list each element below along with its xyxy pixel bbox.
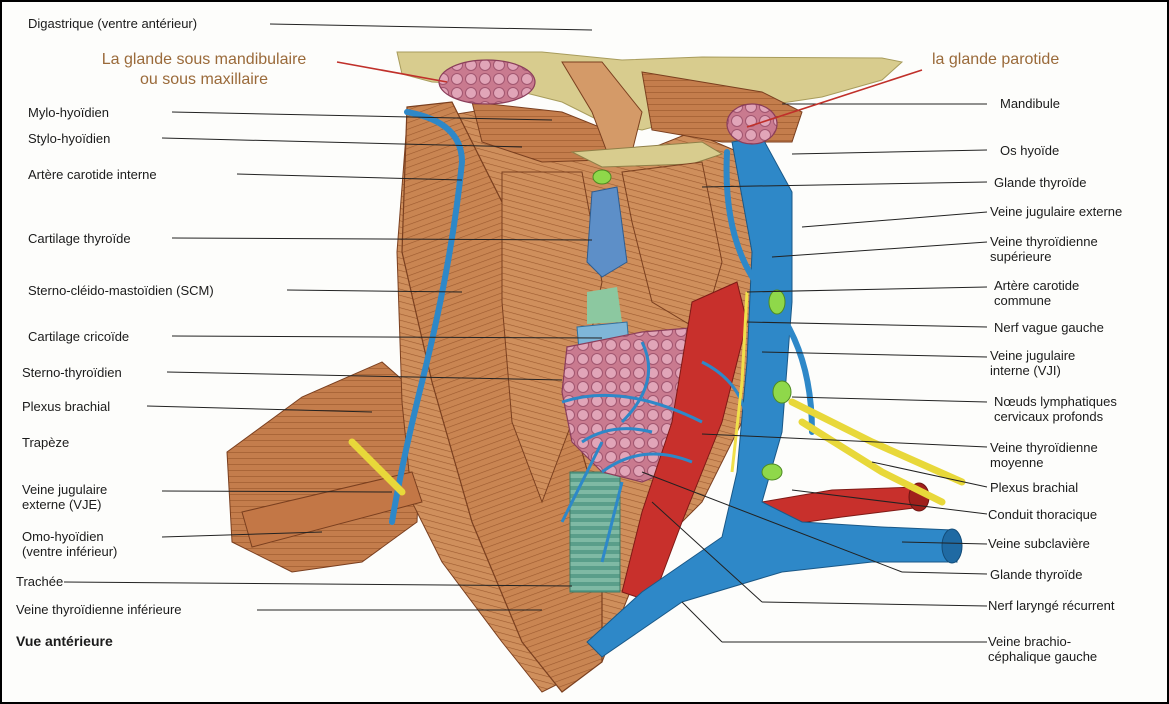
label-sternothyroid: Sterno-thyroïdien [22,365,122,380]
label-brachiocephalic-vein: Veine brachio- céphalique gauche [988,634,1097,664]
label-stv-line1: Veine thyroïdienne [990,234,1098,249]
label-external-jugular-left: Veine jugulaire externe (VJE) [22,482,107,512]
label-internal-carotid: Artère carotide interne [28,167,157,182]
label-middle-thyroid-vein: Veine thyroïdienne moyenne [990,440,1098,470]
label-trapezius: Trapèze [22,435,69,450]
label-vje-line1: Veine jugulaire [22,482,107,497]
label-superior-thyroid-vein: Veine thyroïdienne supérieure [990,234,1098,264]
label-vji-line1: Veine jugulaire [990,348,1075,363]
label-stv-line2: supérieure [990,249,1098,264]
label-vagus-nerve: Nerf vague gauche [994,320,1104,335]
label-vje-line2: externe (VJE) [22,497,107,512]
label-subclavian-vein: Veine subclavière [988,536,1090,551]
label-inferior-thyroid-vein: Veine thyroïdienne inférieure [16,602,182,617]
label-brachial-plexus-right: Plexus brachial [990,480,1078,495]
label-recurrent-laryngeal: Nerf laryngé récurrent [988,598,1114,613]
label-thoracic-duct: Conduit thoracique [988,507,1097,522]
label-omohyoid: Omo-hyoïdien (ventre inférieur) [22,529,117,559]
label-cc-line1: Artère carotide [994,278,1079,293]
label-omohyoid-line2: (ventre inférieur) [22,544,117,559]
submandibular-callout-line1: La glande sous mandibulaire [74,50,334,70]
label-omohyoid-line1: Omo-hyoïdien [22,529,117,544]
label-hyoid-bone: Os hyoïde [1000,143,1059,158]
label-thyroid-cartilage: Cartilage thyroïde [28,231,131,246]
label-common-carotid: Artère carotide commune [994,278,1079,308]
label-mylohyoid: Mylo-hyoïdien [28,105,109,120]
submandibular-gland [439,60,535,104]
label-lymph-nodes: Nœuds lymphatiques cervicaux profonds [994,394,1117,424]
subclavian-vein-end [942,529,962,563]
label-bcv-line2: céphalique gauche [988,649,1097,664]
label-thyroid-gland-lower: Glande thyroïde [990,567,1083,582]
label-trachea: Trachée [16,574,63,589]
label-cricoid: Cartilage cricoïde [28,329,129,344]
parotid-callout: la glande parotide [932,50,1059,70]
label-bcv-line1: Veine brachio- [988,634,1097,649]
label-brachial-plexus-left: Plexus brachial [22,399,110,414]
label-thyroid-gland-upper: Glande thyroïde [994,175,1087,190]
label-scm: Sterno-cléido-mastoïdien (SCM) [28,283,214,298]
label-internal-jugular: Veine jugulaire interne (VJI) [990,348,1075,378]
label-cc-line2: commune [994,293,1079,308]
submandibular-callout: La glande sous mandibulaire ou sous maxi… [74,50,334,90]
label-vji-line2: interne (VJI) [990,363,1075,378]
label-external-jugular-right: Veine jugulaire externe [990,204,1122,219]
label-mtv-line2: moyenne [990,455,1098,470]
view-label: Vue antérieure [16,634,113,649]
parotid-gland [727,104,777,144]
label-mtv-line1: Veine thyroïdienne [990,440,1098,455]
submandibular-callout-line2: ou sous maxillaire [74,70,334,90]
label-digastric: Digastrique (ventre antérieur) [28,16,197,31]
label-ln-line1: Nœuds lymphatiques [994,394,1117,409]
label-stylohyoid: Stylo-hyoïdien [28,131,110,146]
label-mandible: Mandibule [1000,96,1060,111]
laryngeal-green [587,287,622,324]
label-ln-line2: cervicaux profonds [994,409,1117,424]
